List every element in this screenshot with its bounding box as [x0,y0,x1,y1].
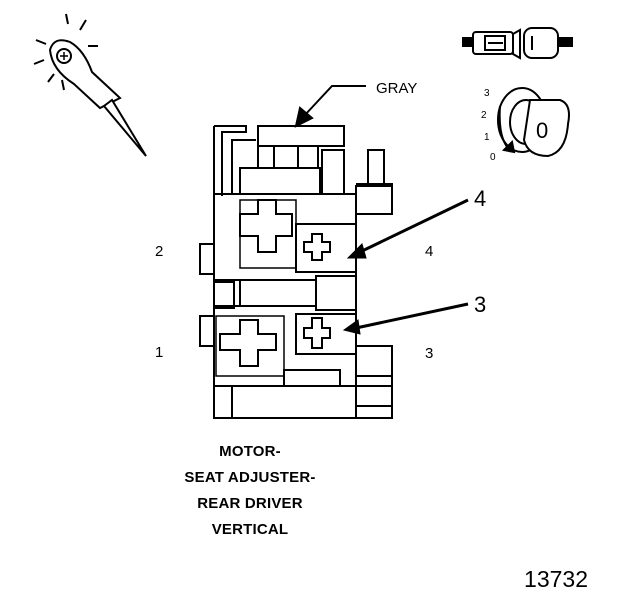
gray-label: GRAY [376,80,418,97]
ignition-key-label: 0 [536,118,548,143]
connector-body [199,125,393,419]
ignition-key-icon [497,87,570,158]
caption-line-2: SEAT ADJUSTER- [184,469,316,486]
ignition-position-0: 0 [490,152,496,163]
pin-label-4: 4 [425,243,434,260]
caption-line-4: VERTICAL [211,521,289,538]
callout-arrow-3 [342,302,469,335]
callout-label-4: 4 [474,186,487,211]
gray-leader-arrow [294,85,366,128]
pin-label-2: 2 [155,243,164,260]
ignition-position-2: 2 [481,110,487,121]
callout-label-3: 3 [474,292,487,317]
caption-line-3: REAR DRIVER [197,495,303,512]
ignition-position-1: 1 [484,132,490,143]
ignition-position-3: 3 [484,88,490,99]
test-probe-icon [33,13,147,157]
connector-icon [462,27,573,60]
figure-number: 13732 [524,566,588,592]
caption-line-1: MOTOR- [219,443,281,460]
pin-label-3: 3 [425,345,434,362]
callout-arrow-4 [346,198,469,259]
pin-label-1: 1 [155,344,164,361]
